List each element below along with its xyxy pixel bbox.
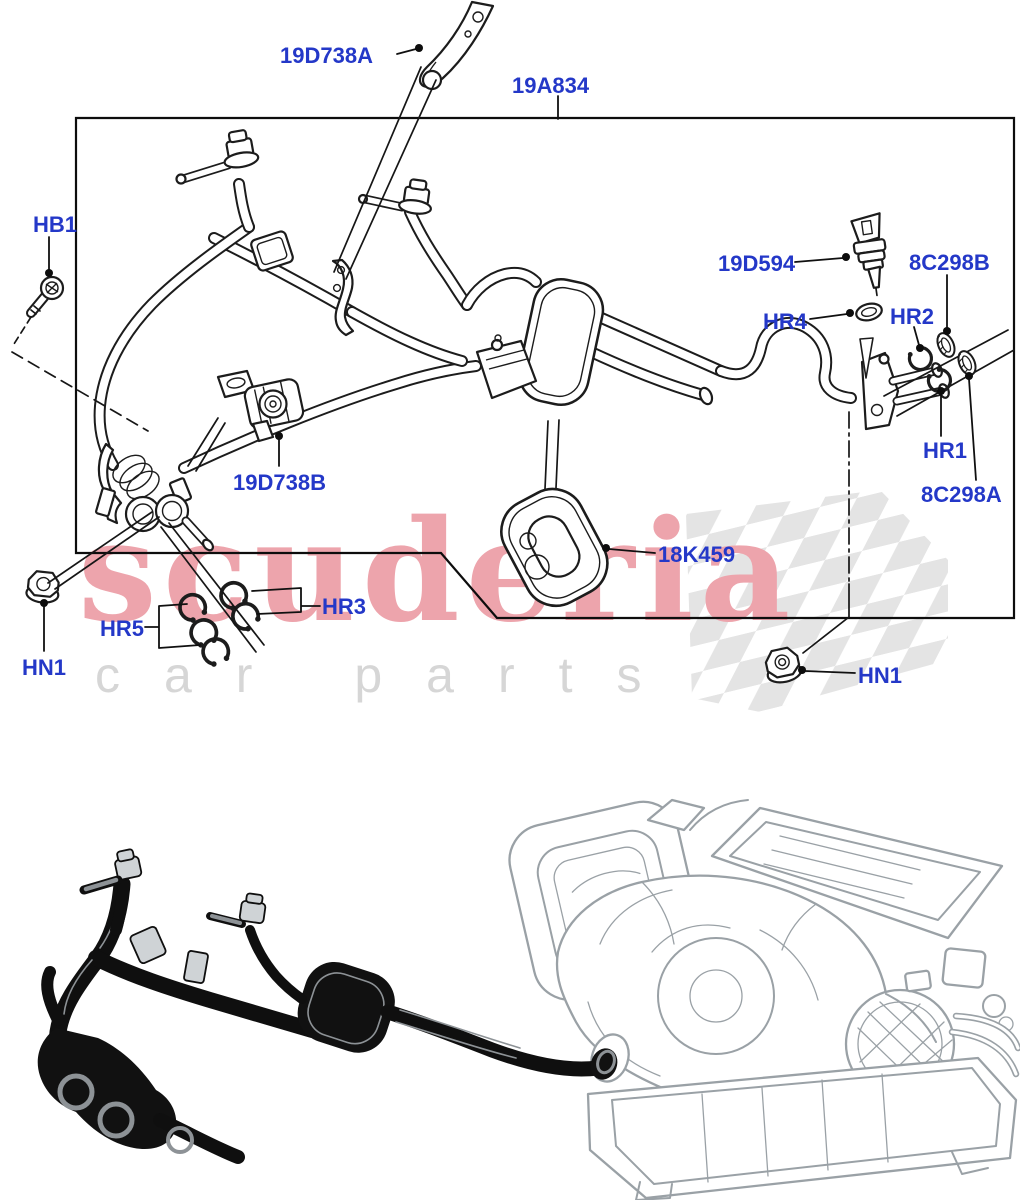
tagline-watermark-text: car parts [95,647,686,703]
part-label-HR4: HR4 [763,309,808,334]
bolt-HB1 [26,275,65,318]
hvac-small-duct [646,798,706,832]
silhouette-bracket [183,950,209,984]
install-arrow [859,337,874,379]
part-label-HR2: HR2 [890,304,934,329]
brand-watermark-text: scuderia [78,490,796,654]
hvac-bottom-tray [586,993,1018,1200]
hose-assembly-drawing [11,0,1015,684]
part-label-HN1-left: HN1 [22,655,66,680]
part-label-HB1: HB1 [33,212,77,237]
hose-assembly-silhouette [37,848,618,1164]
hvac-top-tray [689,799,1004,940]
foam-clamp [250,230,294,272]
charge-port-fitting-b [357,178,432,215]
hvac-unit-illustration [508,798,1020,1200]
nut-HN1-left [25,570,60,604]
nut-HN1-right [764,646,803,684]
checkered-flag-watermark [686,490,948,712]
part-label-HR1: HR1 [923,438,967,463]
part-label-19D738B: 19D738B [233,470,326,495]
part-label-19D738A: 19D738A [280,43,373,68]
part-label-8C298A: 8C298A [921,482,1002,507]
silencer-part [517,278,605,406]
brand-watermark: scuderia car parts [78,490,796,703]
part-label-19A834: 19A834 [512,73,590,98]
part-label-HN1-right: HN1 [858,663,902,688]
part-label-18K459: 18K459 [658,542,735,567]
charge-port-fitting-a [175,129,260,185]
silhouette-clamp [129,925,167,965]
o-ring-HR4 [855,302,883,322]
part-label-8C298B: 8C298B [909,250,990,275]
silhouette-fitting-2 [238,892,267,924]
part-label-HR3: HR3 [322,594,366,619]
label-leaders [40,44,977,674]
part-label-19D594: 19D594 [718,251,796,276]
fitting-block [475,334,538,400]
pointer-lines [11,66,850,654]
clip-bracket-part-19D738A [418,0,495,91]
silencer-silhouette [297,961,395,1053]
part-labels: 19D738A 19A834 HB1 19D594 8C298B HR4 HR2… [22,43,1002,688]
diagram-frame [74,116,1016,620]
grommet-18K459 [500,419,609,608]
valve-part-19D738B [216,369,305,443]
sensor-part-19D594 [850,212,887,297]
hvac-right-fittings [904,947,1020,1078]
silhouette-fitting-1 [114,848,143,881]
part-label-HR5: HR5 [100,616,144,641]
hose-bracket [331,258,355,337]
